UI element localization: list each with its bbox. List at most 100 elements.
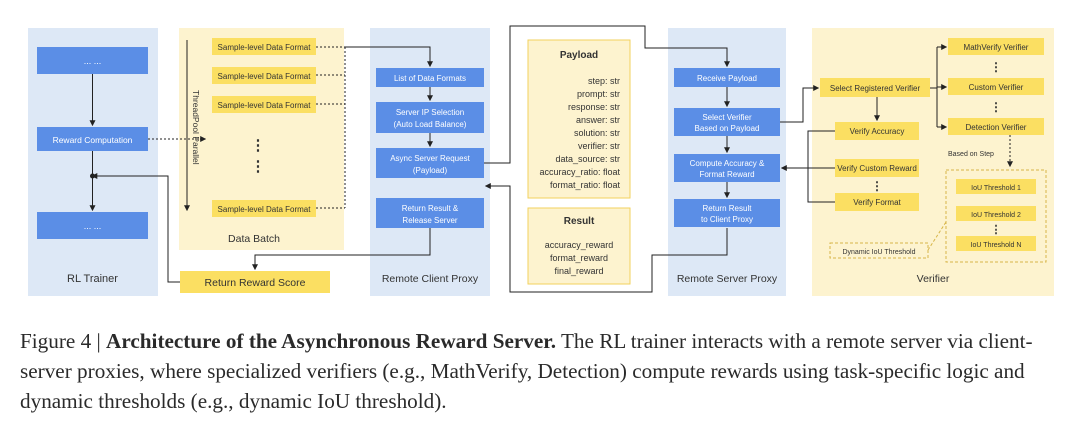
rl-trainer-title: RL Trainer	[67, 273, 118, 285]
caption-prefix: Figure 4 |	[20, 329, 107, 353]
caption-bold: Architecture of the Asynchronous Reward …	[106, 329, 557, 353]
verify-to-compute-lines	[807, 130, 835, 203]
server-box-3-line1: Compute Accuracy &	[690, 159, 765, 168]
threadpool-label: ThreadPool Parallel	[191, 90, 201, 165]
result-panel	[527, 207, 631, 285]
score-to-trainer-arrow	[91, 173, 180, 283]
server-proxy-title: Remote Server Proxy	[677, 273, 778, 285]
math-verifier-box	[948, 38, 1044, 55]
based-on-step-label: Based on Step	[948, 151, 994, 158]
server-box-2-line2: Based on Payload	[695, 124, 760, 133]
client-box-1-label: List of Data Formats	[394, 74, 466, 83]
reward-computation-label: Reward Computation	[53, 135, 133, 145]
client-box-2	[376, 102, 484, 133]
verifier-ellipsis-right-2: ⋮	[990, 100, 1002, 114]
result-title: Result	[564, 216, 595, 227]
iou-threshold-label-2: IoU Threshold 2	[971, 212, 1021, 219]
verify-format-box	[835, 193, 919, 211]
select-verifier-box	[820, 78, 930, 97]
server-box-1	[674, 68, 780, 87]
client-box-3-line1: Async Server Request	[390, 154, 470, 163]
select-verifier-label: Select Registered Verifier	[830, 84, 921, 93]
client-box-2-line2: (Auto Load Balance)	[394, 120, 467, 129]
data-batch-ellipsis-1: ⋮	[251, 137, 266, 154]
detection-verifier-box	[948, 118, 1044, 135]
data-format-label-2: Sample-level Data Format	[218, 72, 312, 81]
iou-group-border	[945, 169, 1047, 263]
payload-field-4: solution: str	[574, 128, 620, 138]
iou-threshold-label-n: IoU Threshold N	[971, 242, 1022, 249]
payload-route-arrow	[484, 25, 730, 164]
verifier-ellipsis-right-1: ⋮	[990, 60, 1002, 74]
rl-top-box	[37, 47, 148, 74]
server-box-4-line1: Return Result	[703, 204, 753, 213]
rl-bottom-box-label: ... ...	[84, 221, 102, 231]
client-proxy-title: Remote Client Proxy	[382, 273, 479, 285]
payload-title: Payload	[560, 50, 598, 61]
math-verifier-label: MathVerify Verifier	[964, 43, 1029, 52]
data-format-label-4: Sample-level Data Format	[218, 205, 312, 214]
payload-field-5: verifier: str	[578, 141, 620, 151]
rl-bottom-box	[37, 212, 148, 239]
server-to-select-arrow	[780, 85, 820, 123]
client-box-4-line2: Release Server	[402, 216, 457, 225]
iou-threshold-box-2	[956, 206, 1036, 221]
data-format-label-3: Sample-level Data Format	[218, 101, 312, 110]
caption-body: The RL trainer interacts with a remote s…	[20, 329, 1033, 413]
data-format-box-3	[212, 96, 316, 113]
payload-field-2: response: str	[568, 102, 620, 112]
server-box-4	[674, 199, 780, 227]
iou-threshold-box-1	[956, 179, 1036, 194]
payload-field-3: answer: str	[576, 115, 620, 125]
iou-threshold-label-1: IoU Threshold 1	[971, 185, 1021, 192]
custom-verifier-box	[948, 78, 1044, 95]
verify-custom-label: Verify Custom Reward	[837, 164, 917, 173]
data-format-box-2	[212, 67, 316, 84]
server-box-3-line2: Format Reward	[699, 170, 754, 179]
result-field-2: final_reward	[554, 266, 603, 276]
verifier-ellipsis-iou: ⋮	[991, 224, 1002, 236]
return-reward-score-label: Return Reward Score	[205, 277, 306, 289]
payload-field-1: prompt: str	[577, 89, 620, 99]
client-box-2-line1: Server IP Selection	[396, 108, 464, 117]
verify-accuracy-label: Verify Accuracy	[850, 127, 905, 136]
verify-format-label: Verify Format	[853, 198, 901, 207]
junction-dot	[90, 173, 95, 179]
dynamic-connector	[927, 221, 947, 251]
payload-field-7: accuracy_ratio: float	[539, 167, 620, 177]
server-box-2-line1: Select Verifier	[702, 113, 752, 122]
server-box-1-label: Receive Payload	[697, 74, 757, 83]
client-box-3-line2: (Payload)	[413, 166, 448, 175]
dynamic-iou-label: Dynamic IoU Threshold	[842, 249, 915, 256]
client-box-4	[376, 198, 484, 228]
payload-field-8: format_ratio: float	[550, 180, 621, 190]
reward-computation-box	[37, 127, 148, 151]
result-field-0: accuracy_reward	[545, 240, 614, 250]
verify-accuracy-box	[835, 122, 919, 140]
result-route-arrow	[490, 185, 728, 293]
client-box-4-line1: Return Result &	[402, 204, 459, 213]
data-format-label-1: Sample-level Data Format	[218, 43, 312, 52]
rl-top-box-label: ... ...	[84, 56, 102, 66]
client-box-3	[376, 148, 484, 178]
server-box-2	[674, 108, 780, 136]
figure-caption: Figure 4 | Architecture of the Asynchron…	[20, 326, 1065, 416]
data-format-box-1	[212, 38, 316, 55]
server-box-3	[674, 154, 780, 182]
client-to-score-arrow	[252, 228, 431, 271]
architecture-diagram: ... ... Reward Computation ... ... RL Tr…	[28, 25, 1054, 296]
dynamic-iou-label-border	[829, 242, 929, 259]
payload-field-6: data_source: str	[555, 154, 620, 164]
batch-to-client-arrow	[345, 46, 433, 68]
data-batch-ellipsis-2: ⋮	[251, 158, 266, 175]
result-field-1: format_reward	[550, 253, 608, 263]
payload-field-0: step: str	[588, 76, 620, 86]
data-format-box-4	[212, 200, 316, 217]
detection-verifier-label: Detection Verifier	[966, 123, 1027, 132]
iou-threshold-box-n	[956, 236, 1036, 251]
server-box-4-line2: to Client Proxy	[701, 215, 753, 224]
client-box-1	[376, 68, 484, 87]
custom-verifier-label: Custom Verifier	[969, 83, 1024, 92]
return-reward-score-box	[180, 271, 330, 293]
verifier-title: Verifier	[917, 273, 950, 285]
